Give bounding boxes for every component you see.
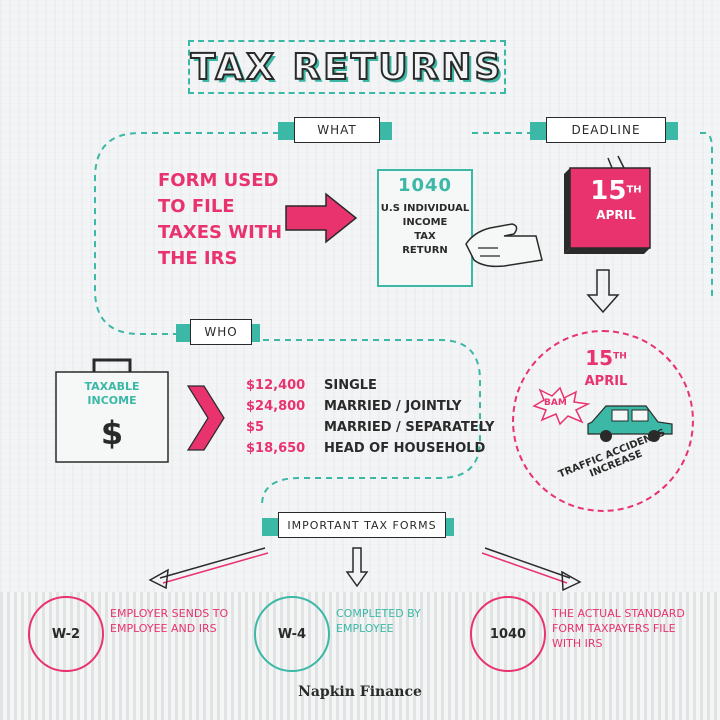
chevron-right-icon bbox=[186, 385, 225, 451]
form-w2-circle: W-2 bbox=[28, 596, 104, 672]
threshold-amount: $24,800 bbox=[246, 399, 306, 414]
brand-logo: Napkin Finance bbox=[298, 684, 422, 700]
list-item: $24,800 MARRIED / JOINTLY bbox=[246, 399, 494, 420]
form-description-line: THE ACTUAL STANDARD bbox=[552, 607, 685, 620]
filing-status: SINGLE bbox=[324, 378, 377, 393]
form-1040-description: THE ACTUAL STANDARD FORM TAXPAYERS FILE … bbox=[552, 606, 685, 651]
form-description-line: FORM TAXPAYERS FILE bbox=[552, 622, 676, 635]
bam-burst-icon bbox=[532, 386, 591, 426]
accident-day: 15 bbox=[585, 346, 614, 370]
form-description-line: EMPLOYER SENDS TO bbox=[110, 607, 229, 620]
briefcase-label: TAXABLE INCOME bbox=[56, 380, 168, 408]
briefcase-dollar: $ bbox=[100, 414, 124, 452]
forms-ribbon: IMPORTANT TAX FORMS bbox=[278, 512, 446, 538]
accident-day-suffix: TH bbox=[613, 351, 627, 362]
car-icon bbox=[587, 405, 673, 442]
what-description: FORM USED TO FILE TAXES WITH THE IRS bbox=[158, 168, 282, 272]
filing-status: MARRIED / JOINTLY bbox=[324, 399, 462, 414]
calendar-day-suffix: TH bbox=[626, 184, 642, 196]
list-item: $5 MARRIED / SEPARATELY bbox=[246, 420, 494, 441]
hand-icon bbox=[465, 223, 543, 268]
form-description-line: COMPLETED BY bbox=[336, 607, 421, 620]
pink-arrow-icon bbox=[285, 192, 358, 244]
threshold-amount: $18,650 bbox=[246, 441, 306, 456]
briefcase-label-line: INCOME bbox=[87, 394, 137, 407]
accident-month: APRIL bbox=[584, 374, 628, 389]
what-ribbon: WHAT bbox=[294, 117, 380, 143]
what-description-line: THE IRS bbox=[158, 248, 238, 269]
deadline-ribbon: DEADLINE bbox=[546, 117, 666, 143]
who-ribbon: WHO bbox=[190, 319, 252, 345]
what-description-line: TO FILE bbox=[158, 196, 235, 217]
form-1040-title: U.S INDIVIDUAL INCOME TAX RETURN bbox=[379, 202, 471, 258]
filing-status: MARRIED / SEPARATELY bbox=[324, 420, 495, 435]
briefcase-label-line: TAXABLE bbox=[84, 380, 140, 393]
napkin-fold-strip bbox=[0, 592, 720, 720]
filing-status: HEAD OF HOUSEHOLD bbox=[324, 441, 486, 456]
list-item: $12,400 SINGLE bbox=[246, 378, 494, 399]
form-w2-description: EMPLOYER SENDS TO EMPLOYEE AND IRS bbox=[110, 606, 228, 636]
income-threshold-list: $12,400 SINGLE $24,800 MARRIED / JOINTLY… bbox=[246, 378, 494, 462]
calendar-day: 15 bbox=[590, 176, 627, 206]
calendar-month: APRIL bbox=[596, 208, 636, 222]
what-description-line: TAXES WITH bbox=[158, 222, 283, 243]
deadline-ribbon-label: DEADLINE bbox=[571, 123, 641, 137]
briefcase-icon bbox=[55, 358, 169, 463]
form-1040-card: 1040 U.S INDIVIDUAL INCOME TAX RETURN bbox=[377, 169, 473, 287]
list-item: $18,650 HEAD OF HOUSEHOLD bbox=[246, 441, 494, 462]
form-w2-name: W-2 bbox=[51, 626, 81, 642]
who-ribbon-label: WHO bbox=[204, 325, 238, 339]
form-description-line: EMPLOYEE AND IRS bbox=[110, 622, 217, 635]
form-w4-name: W-4 bbox=[277, 626, 307, 642]
calendar-date: 15TH APRIL bbox=[580, 176, 652, 222]
page-title: TAX RETURNS bbox=[190, 46, 504, 89]
form-title-line: RETURN bbox=[402, 245, 448, 256]
form-title-line: INCOME bbox=[402, 217, 448, 228]
bam-text: BAM bbox=[544, 398, 567, 408]
threshold-amount: $12,400 bbox=[246, 378, 306, 393]
form-title-line: U.S INDIVIDUAL bbox=[380, 203, 470, 214]
form-1040-number: 1040 bbox=[397, 175, 453, 196]
title-box: TAX RETURNS bbox=[188, 40, 506, 94]
form-w4-description: COMPLETED BY EMPLOYEE bbox=[336, 606, 421, 636]
calendar-icon bbox=[564, 155, 651, 254]
form-title-line: TAX bbox=[414, 231, 436, 242]
accident-circle bbox=[512, 330, 694, 512]
form-1040-circle-name: 1040 bbox=[489, 626, 527, 642]
form-w4-circle: W-4 bbox=[254, 596, 330, 672]
what-description-line: FORM USED bbox=[158, 170, 279, 191]
form-description-line: EMPLOYEE bbox=[336, 622, 394, 635]
accident-date: 15TH APRIL bbox=[566, 346, 646, 389]
form-1040-circle: 1040 bbox=[470, 596, 546, 672]
form-description-line: WITH IRS bbox=[552, 637, 603, 650]
forms-ribbon-label: IMPORTANT TAX FORMS bbox=[287, 518, 437, 532]
what-ribbon-label: WHAT bbox=[317, 123, 357, 137]
threshold-amount: $5 bbox=[246, 420, 265, 435]
